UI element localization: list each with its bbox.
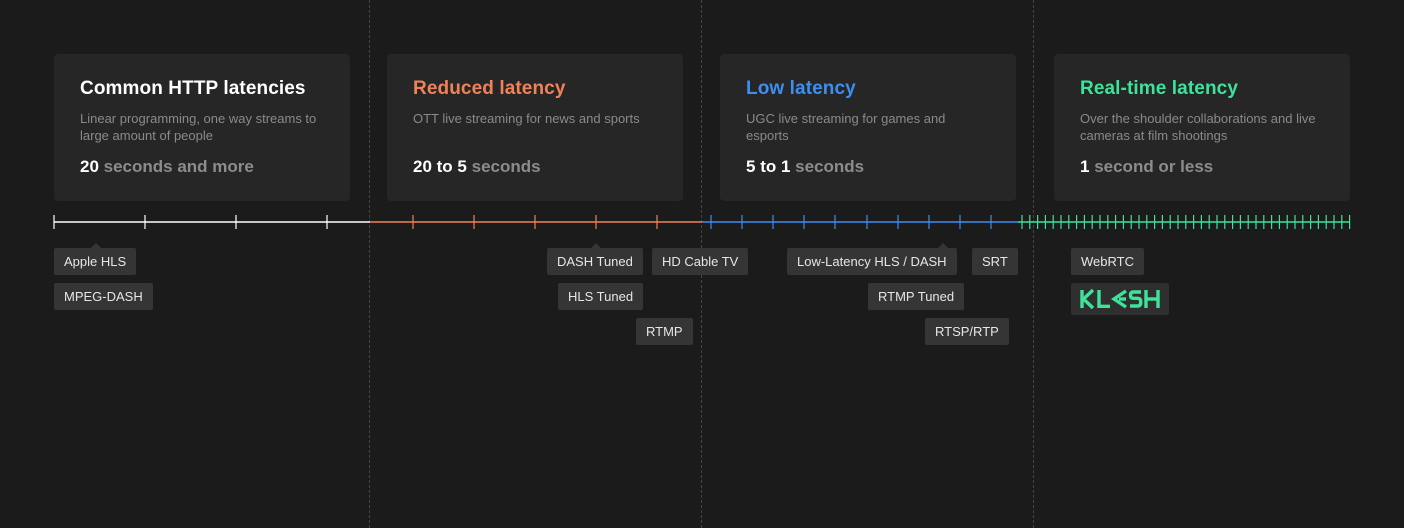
tier-card-reduced: Reduced latency OTT live streaming for n…	[387, 54, 683, 201]
tag-pointer	[591, 243, 601, 248]
tier-description: UGC live streaming for games and esports	[746, 111, 946, 143]
klash-logo-icon	[1080, 288, 1160, 310]
tier-divider-1	[369, 0, 370, 528]
protocol-tag-ll-hls-dash: Low-Latency HLS / DASH	[787, 248, 957, 275]
tag-pointer	[938, 243, 948, 248]
protocol-tag-apple-hls: Apple HLS	[54, 248, 137, 275]
tier-latency-value: 20 seconds and more	[80, 157, 254, 176]
tier-title: Real-time latency	[1080, 78, 1238, 99]
protocol-tag-rtmp-tuned: RTMP Tuned	[868, 283, 965, 310]
latency-timeline	[53, 215, 1351, 229]
protocol-tag-hd-cable-tv: HD Cable TV	[652, 248, 749, 275]
tag-pointer	[91, 243, 101, 248]
tier-latency-value: 5 to 1 seconds	[746, 157, 865, 176]
tier-divider-3	[1033, 0, 1034, 528]
protocol-tag-rtsp-rtp: RTSP/RTP	[925, 318, 1009, 345]
tier-latency-value: 1 second or less	[1080, 157, 1214, 176]
protocol-tag-rtmp: RTMP	[636, 318, 693, 345]
tier-title: Common HTTP latencies	[80, 78, 306, 99]
tier-card-realtime: Real-time latency Over the shoulder coll…	[1054, 54, 1350, 201]
klash-logo-badge	[1071, 283, 1169, 315]
tier-description: Linear programming, one way streams to l…	[80, 111, 317, 143]
tier-description: Over the shoulder collaborations and liv…	[1080, 111, 1316, 143]
tier-title: Low latency	[746, 78, 856, 99]
protocol-tag-dash-tuned: DASH Tuned	[547, 248, 643, 275]
tier-description: OTT live streaming for news and sports	[413, 111, 640, 126]
tier-card-low: Low latency UGC live streaming for games…	[720, 54, 1016, 201]
protocol-tag-mpeg-dash: MPEG-DASH	[54, 283, 153, 310]
protocol-tag-webrtc: WebRTC	[1071, 248, 1144, 275]
tier-title: Reduced latency	[413, 78, 566, 99]
protocol-tag-hls-tuned: HLS Tuned	[558, 283, 644, 310]
protocol-tag-srt: SRT	[972, 248, 1018, 275]
tier-card-common: Common HTTP latencies Linear programming…	[54, 54, 350, 201]
tier-latency-value: 20 to 5 seconds	[413, 157, 541, 176]
